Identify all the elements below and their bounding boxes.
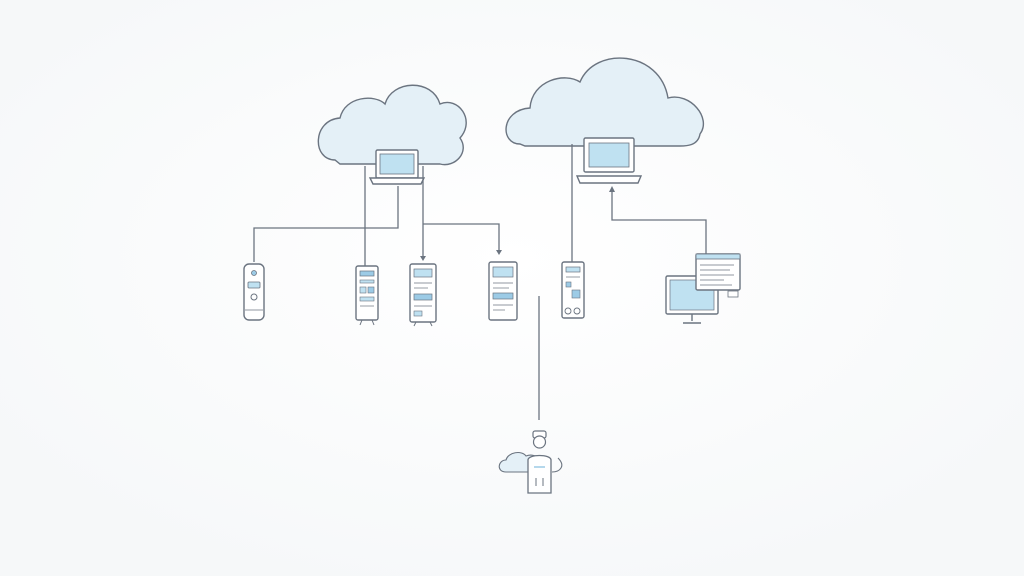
link-laptop-left-to-remote [253,186,399,262]
link-laptop-left-to-tablet [423,223,500,250]
arrow-up-icon [609,186,615,192]
connection-lines [253,144,707,420]
arrow-down-icon [496,250,502,255]
phone-icon-2 [409,263,437,327]
link-desktop-to-laptop-right [611,192,707,254]
arrowheads [420,186,615,261]
laptop-icon-right [575,137,643,184]
cloud-icon-left [317,84,467,166]
tablet-icon [488,261,518,321]
user-avatar-icon [527,430,552,494]
arrow-down-icon [420,256,426,261]
phone-icon-1 [355,265,379,326]
laptop-icon-left [368,149,426,185]
remote-control-icon [243,263,265,321]
phone-icon-3 [561,261,585,319]
cloud-icon-right [505,57,705,147]
document-window-icon [695,253,741,298]
